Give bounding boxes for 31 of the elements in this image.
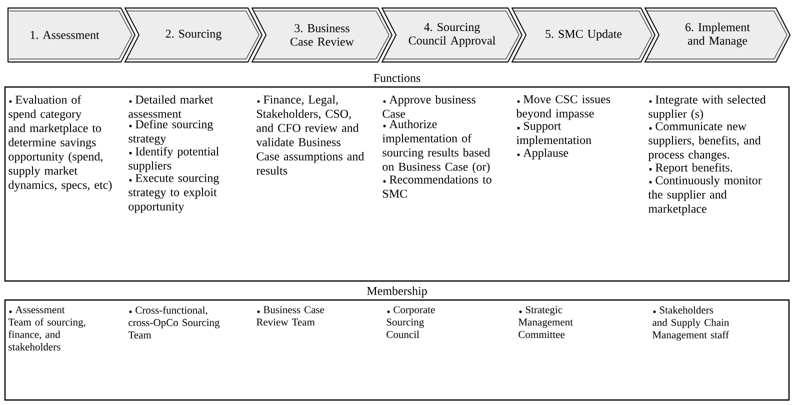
bullet-item: Finance, Legal, Stakeholders, CSO, and CFO review and validate Business Case assumptions and results (256, 95, 364, 175)
bullet-item: Integrate with selected supplier (s) (648, 95, 766, 120)
bullet-item: Applause (517, 148, 568, 160)
bullet-item: Evaluation of spend category and marketplace to determine savings opportunity (spend, supply market dynamics, specs, etc) (8, 95, 112, 192)
bullet-item: Approve business Case (382, 95, 476, 118)
bullet-item: Cross-functional, cross-OpCo Sourcing Team (128, 306, 220, 338)
bullet-item: Assessment Team of sourcing, finance, and stakeholders (8, 306, 86, 350)
node-label: 6. Implement and Manage (686, 22, 750, 48)
bullet-item: Report benefits. (649, 163, 732, 174)
bullet-item: Support implementation (516, 122, 592, 147)
bullet-item: Corporate Sourcing Council (386, 306, 435, 338)
bullet-item: Move CSC issues beyond impasse (516, 95, 610, 120)
bullet-item: Strategic Management Committee (518, 306, 573, 338)
bullet-item: Communicate new suppliers, benefits, and process changes. (648, 122, 761, 162)
bullet-item: Detailed market assessment (128, 95, 214, 118)
chevron-step: 6. Implement and Manage (644, 8, 791, 62)
bullet-item: Identify potential suppliers (128, 146, 219, 172)
chevron-step: 3. Business Case Review (251, 8, 393, 62)
bullet-item: Execute sourcing strategy to exploit opportunity (128, 174, 219, 213)
node-label: Functions (374, 74, 420, 82)
bullet-item: Business Case Review Team (256, 306, 324, 326)
bullet-item: Recommendations to SMC (383, 175, 492, 198)
chevron-step: 4. Sourcing Council Approval (381, 8, 523, 62)
bullet-item: Stakeholders and Supply Chain Management staff (652, 306, 730, 341)
bullet-item: Define sourcing strategy (128, 120, 213, 145)
chevron-step: 5. SMC Update (511, 8, 656, 62)
bullet-item: Continuously monitor the supplier and marketplace (648, 176, 762, 216)
node-label: Membership (367, 286, 427, 298)
bullet-item: Authorize implementation of sourcing results based on Business Case (or) (382, 120, 490, 174)
chevron-step: 2. Sourcing (124, 8, 263, 62)
chevron-step: 1. Assessment (8, 8, 136, 62)
